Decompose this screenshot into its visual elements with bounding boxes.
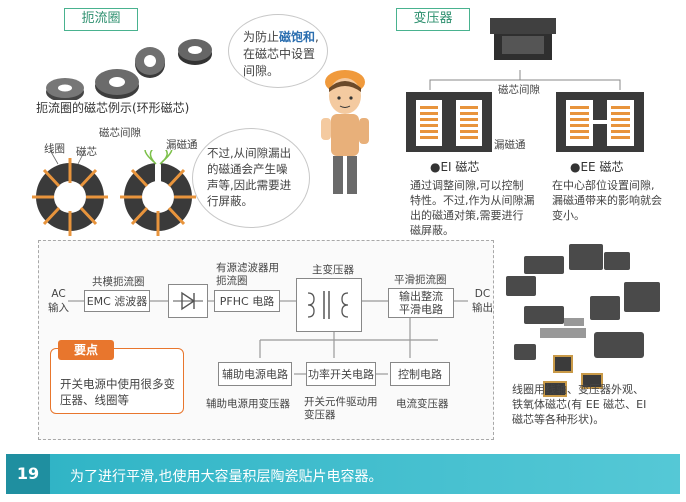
transformer-core-image: [490, 18, 556, 60]
transformer-label-leak: 漏磁通: [494, 139, 526, 151]
current-transformer-label: 电流变压器: [396, 398, 449, 410]
main-transformer-label: 主变压器: [312, 264, 354, 276]
toroid-coil-diagram: [32, 150, 196, 236]
label-core-gap: 磁芯间隙: [99, 127, 141, 139]
leak-bubble-line: 的磁通会产生噪: [207, 162, 288, 176]
ei-core-diagram: [406, 92, 492, 152]
label-core: 磁芯: [76, 146, 97, 158]
power-switch-block: 功率开关电路: [306, 362, 376, 386]
choke-section-tag: 扼流圈: [64, 8, 138, 31]
gap-bubble-line-3: 间隙。: [243, 64, 280, 78]
choke-caption: 扼流圈的磁芯例示(环形磁芯): [36, 101, 190, 115]
smoothing-choke-label: 平滑扼流圈: [394, 274, 447, 286]
gap-bubble-line-1: 为防止磁饱和,: [243, 30, 319, 44]
ee-core-title: ●EE 磁芯: [570, 160, 624, 174]
pfhc-block: PFHC 电路: [214, 290, 280, 312]
switch-driver-transformer-label: 开关元件驱动用变压器: [304, 396, 378, 421]
transformer-section-tag: 变压器: [396, 8, 470, 31]
engineer-character-illustration: [321, 70, 369, 194]
footer-bar: [6, 454, 680, 494]
rectifier-block: [168, 284, 208, 318]
ee-core-description: 在中心部位设置间隙,漏磁通带来的影响就会变小。: [552, 179, 662, 222]
keypoint-title: 要点: [58, 340, 114, 360]
gap-bubble: 为防止磁饱和, 在磁芯中设置 间隙。: [228, 14, 328, 88]
gap-bubble-line-2: 在磁芯中设置: [243, 47, 316, 61]
common-choke-label: 共模扼流圈: [92, 276, 145, 288]
toroid-cores-image: [46, 39, 212, 100]
main-transformer-block: [296, 278, 362, 332]
transformer-label-gap: 磁芯间隙: [498, 84, 540, 96]
leak-bubble-line: 行屏蔽。: [207, 194, 253, 208]
ei-core-title: ●EI 磁芯: [430, 160, 480, 174]
footer-text: 为了进行平滑,也使用大容量积层陶瓷贴片电容器。: [70, 469, 383, 485]
leak-flux-bubble: 不过,从间隙漏出 的磁通会产生噪 声等,因此需要进 行屏蔽。: [192, 128, 310, 228]
block-diagram-wires: [68, 300, 468, 375]
emc-filter-block: EMC 滤波器: [84, 290, 150, 312]
connector-lines: [429, 70, 621, 90]
leak-bubble-line: 不过,从间隙漏出: [207, 146, 292, 160]
components-photo: [506, 244, 660, 397]
rectifier-smoothing-block: 输出整流平滑电路: [388, 288, 454, 318]
label-leak-flux: 漏磁通: [166, 139, 198, 151]
diode-icon: [173, 291, 203, 311]
leak-bubble-line: 声等,因此需要进: [207, 178, 292, 192]
aux-power-block: 辅助电源电路: [218, 362, 292, 386]
control-block: 控制电路: [390, 362, 450, 386]
aux-transformer-label: 辅助电源用变压器: [206, 398, 290, 410]
active-filter-choke-label: 有源滤波器用扼流圈: [216, 262, 279, 287]
label-wire: 线圈: [44, 143, 65, 155]
keypoint-text: 开关电源中使用很多变压器、线圈等: [60, 377, 175, 407]
ee-core-diagram: [556, 92, 644, 152]
magnetic-saturation-term: 磁饱和: [279, 30, 316, 44]
ei-core-description: 通过调整间隙,可以控制特性。不过,作为从间隙漏出的磁通对策,需要进行磁屏蔽。: [410, 179, 535, 237]
transformer-symbol-icon: [307, 291, 349, 319]
page-number: 19: [6, 454, 50, 494]
